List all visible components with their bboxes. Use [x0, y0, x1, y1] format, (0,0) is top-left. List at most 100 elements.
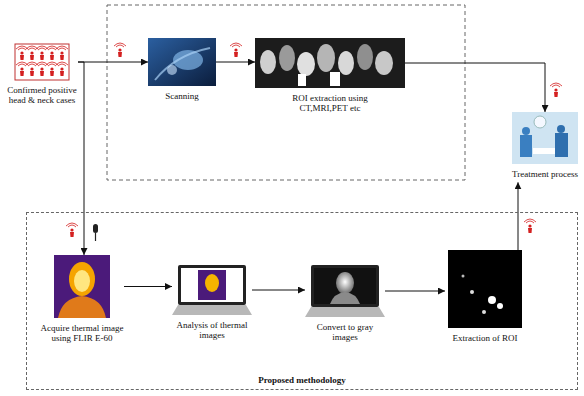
thermal-head — [69, 262, 95, 296]
laptop-screen — [311, 265, 379, 307]
photo-ground — [255, 38, 405, 88]
person-signal-icon — [114, 43, 126, 57]
step-label: Convert to gray images — [305, 322, 385, 343]
gray-shoulders — [330, 292, 360, 304]
roi-blob — [462, 275, 465, 278]
person-icon — [46, 46, 58, 60]
flow-arrow — [252, 290, 305, 291]
flow-arrow — [78, 62, 148, 63]
thermal-photo — [54, 255, 110, 318]
laptop-base — [305, 307, 385, 317]
process-step: Treatment process — [512, 112, 578, 182]
microphone-stem — [95, 233, 96, 241]
step-label: ROI extraction using CT,MRI,PET etc — [275, 93, 385, 114]
signal-person-icons — [66, 43, 562, 237]
treatment-photo — [512, 112, 578, 164]
laptop-display — [181, 268, 243, 302]
image-area — [512, 112, 578, 164]
flow-arrow — [124, 286, 172, 287]
flow-arrow — [518, 182, 519, 250]
step-label: Treatment process — [512, 169, 578, 179]
thermal-hotspot — [74, 270, 90, 292]
roi-blob — [470, 290, 474, 294]
image-area — [148, 38, 216, 86]
people-icon-grid — [15, 44, 69, 80]
person-icon — [56, 62, 68, 76]
roi-blob — [488, 296, 496, 304]
photo-ground — [448, 250, 522, 328]
person-signal-icon — [524, 219, 536, 233]
surgical-lamp — [534, 116, 546, 128]
icon-frame — [15, 44, 69, 80]
person-icon — [36, 46, 48, 60]
flow-arrow — [405, 63, 545, 112]
methodology-region: Proposed methodology Acquire thermal imag… — [26, 212, 578, 390]
photo-ground — [148, 38, 216, 86]
image-area — [255, 38, 405, 88]
person-icon — [46, 62, 58, 76]
thermal-thumbnail — [198, 270, 226, 300]
process-step: Acquire thermal image using FLIR E-60 — [40, 255, 124, 347]
person-signal-icon — [230, 43, 242, 57]
step-label: Acquire thermal image using FLIR E-60 — [40, 323, 124, 344]
gray-head — [336, 272, 354, 294]
scan-slice — [338, 51, 354, 75]
laptop-thermal — [172, 265, 252, 315]
process-step: Analysis of thermal images — [172, 265, 252, 344]
flow-arrow — [216, 62, 255, 63]
scan-slice — [297, 52, 315, 76]
image-area — [305, 265, 385, 317]
thermal-shoulders — [58, 296, 106, 318]
process-step: ROI extraction using CT,MRI,PET etc — [255, 38, 405, 117]
process-step: Extraction of ROI — [445, 250, 525, 346]
laptop-display — [314, 268, 376, 304]
scanning-photo — [148, 38, 216, 86]
person-icon — [16, 46, 28, 60]
scan-slice — [330, 72, 340, 86]
person-signal-icon — [66, 223, 78, 237]
roi-image — [448, 250, 522, 328]
flow-arrow — [78, 62, 84, 255]
person-signal-icon — [550, 83, 562, 97]
person-icon — [26, 46, 38, 60]
surgeon-figure — [522, 127, 530, 135]
step-label: Extraction of ROI — [445, 333, 525, 343]
person-icon — [26, 62, 38, 76]
photo-ground — [54, 255, 110, 318]
roi-blob — [482, 310, 486, 314]
step-label: Scanning — [148, 91, 216, 101]
image-area — [172, 265, 252, 315]
microphone-icon — [93, 224, 98, 241]
person-icon — [36, 62, 48, 76]
step-label: Confirmed positive head & neck cases — [6, 85, 78, 106]
scan-slice — [357, 44, 373, 70]
scan-slice — [375, 51, 393, 75]
image-area — [54, 255, 110, 318]
scanner-light — [167, 65, 177, 75]
microphone-head — [93, 224, 98, 233]
image-area — [15, 44, 69, 80]
person-icon — [56, 46, 68, 60]
flow-arrow — [385, 291, 445, 292]
dashed-group-frame — [107, 5, 465, 180]
thermal-thumbnail — [205, 274, 219, 292]
process-step: Convert to gray images — [305, 265, 385, 346]
photo-ground — [512, 112, 578, 164]
laptop-gray — [305, 265, 385, 317]
image-area — [448, 250, 522, 328]
surgeon-figure — [520, 135, 532, 157]
roi-blob — [497, 303, 503, 309]
surgeon-figure — [555, 133, 568, 157]
region-title: Proposed methodology — [27, 375, 577, 385]
scan-slice — [260, 50, 276, 74]
scan-slice — [279, 45, 295, 71]
step-label: Analysis of thermal images — [172, 320, 252, 341]
laptop-base — [172, 305, 252, 315]
scan-slice — [298, 74, 306, 86]
process-step: Confirmed positive head & neck cases — [6, 44, 78, 109]
surgeon-figure — [557, 125, 565, 133]
person-icon — [16, 62, 28, 76]
process-step: Scanning — [148, 38, 216, 104]
laptop-screen — [178, 265, 246, 305]
